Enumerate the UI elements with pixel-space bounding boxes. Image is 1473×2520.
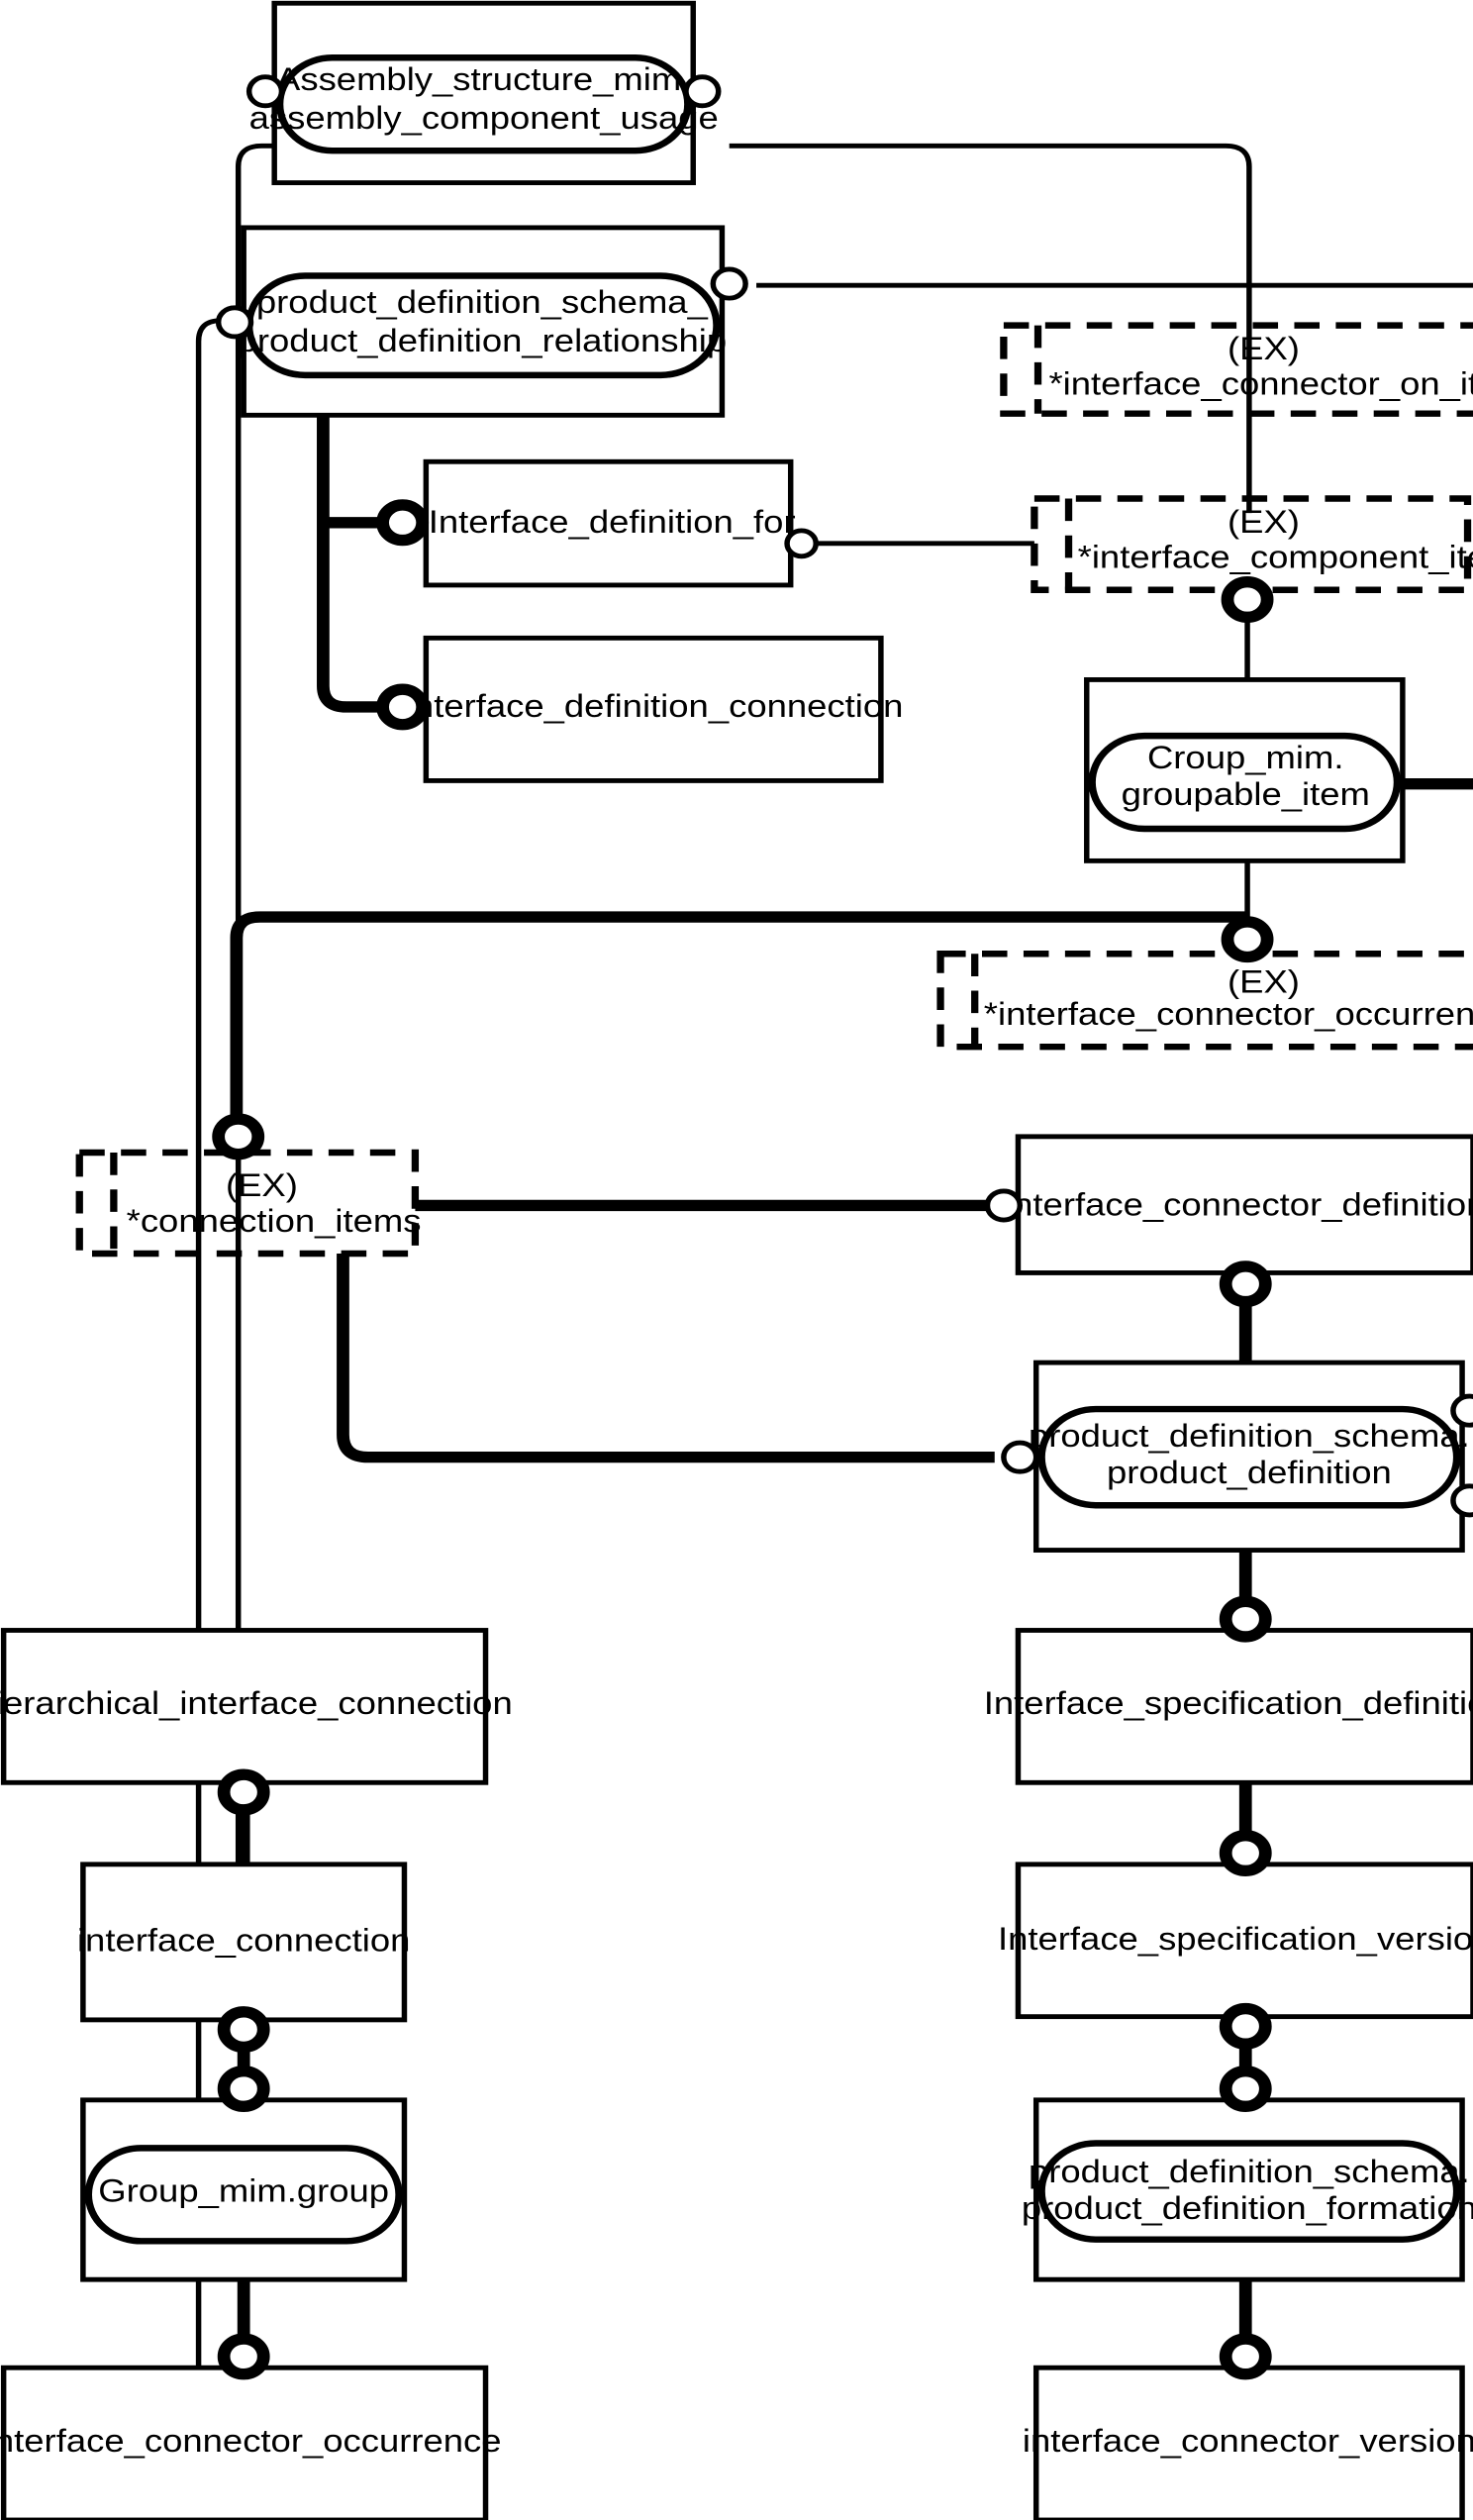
node-label: Interface_definition_for [429,505,796,541]
select-name: *interface_component_item [1078,540,1473,575]
entity-frame [1015,1134,1473,1275]
entity-frame [423,635,884,783]
schema-capsule [1037,2140,1461,2243]
entity-frame [1015,1628,1473,1785]
entity-frame [80,1862,408,2023]
node-label: Interface_specification_version [998,1922,1473,1958]
port-circle-top [212,1113,265,1160]
select-ex-tag: (EX) [1228,505,1300,541]
node-label-line1: Croup_mim. [1147,741,1344,776]
node-hierarchical-interface-connection[interactable]: hierarchical_interface_connection [0,1628,513,1816]
port-circle-top [1221,916,1274,963]
node-interface-specification-version[interactable]: Interface_specification_version [998,1830,1473,2050]
node-label-line2: product_definition_formation [1022,2191,1473,2227]
port-circle-top [1219,1830,1272,1876]
node-label-line2: groupable_item [1122,777,1370,813]
select-name: *interface_connector_occurrence_of_item [984,997,1473,1033]
port-circle-top [217,2333,270,2380]
port-circle-bottom [217,2006,270,2054]
node-label-line1: product_definition_schema_ [256,285,709,321]
node-label: Interface_definition_connection [404,689,904,725]
node-label: Interface_specification_definition [984,1686,1473,1722]
node-label: interface_connector_occurrence [0,2424,502,2460]
node-label: hierarchical_interface_connection [0,1686,513,1722]
port-circle-left [246,74,285,109]
trunk-groupable-left [230,911,1248,1149]
node-groupable-item[interactable]: Croup_mim. groupable_item [1084,677,1406,863]
port-circle-left [376,683,430,731]
line-acu-right-to-icoi [729,143,1252,514]
port-circle-top [1219,2333,1272,2380]
select-ex-tag: (EX) [226,1168,298,1204]
trunk-pdr-to-definitions [317,415,385,713]
node-assembly-component-usage[interactable]: Assembly_structure_mim. assembly_compone… [246,0,722,185]
entity-frame [0,2365,489,2520]
port-circle-bottom [1219,2002,1272,2050]
node-interface-connector-definition[interactable]: interface_connector_definition [984,1134,1473,1308]
schema-capsule [276,54,692,154]
node-label-line2: assembly_component_usage [249,101,719,137]
node-interface-connector-occurrence[interactable]: interface_connector_occurrence [0,2333,502,2520]
node-interface-connector-version[interactable]: interface_connector_version [1023,2333,1473,2520]
port-circle-top [1219,1595,1272,1643]
port-circle-left [1001,1440,1039,1474]
node-label: interface_connector_definition [1005,1187,1473,1223]
node-label: interface_connection [77,1924,410,1960]
node-label-line2: product_definition_relationship [238,324,727,359]
node-interface-definition-connection[interactable]: Interface_definition_connection [376,635,904,783]
node-label-line1: product_definition_schema. [1029,1419,1470,1455]
schema-capsule [84,2145,403,2245]
port-circle-right-upper [1450,1393,1473,1428]
entity-frame [0,1628,489,1785]
node-product-definition[interactable]: product_definition_schema. product_defin… [1001,1360,1473,1553]
port-circle-right [710,266,748,301]
node-product-definition-relationship[interactable]: product_definition_schema_ product_defin… [215,225,748,418]
port-circle-top [217,2066,270,2112]
node-label: Group_mim.group [98,2173,389,2209]
port-circle-right-lower [1450,1483,1473,1518]
line-ci-to-pd [337,1254,995,1463]
node-label: interface_connector_version [1023,2424,1473,2460]
node-interface-component-item[interactable]: (EX) *interface_component_item [1031,495,1473,623]
entity-frame [423,458,794,588]
port-circle-bottom [217,1768,270,1816]
entity-frame [1032,2365,1465,2520]
port-circle-top [1219,2066,1272,2112]
node-product-definition-formation[interactable]: product_definition_schema. product_defin… [1022,2066,1473,2282]
node-interface-connector-on-item[interactable]: (EX) *interface_connector_on_item [1000,322,1473,417]
node-interface-definition-for[interactable]: Interface_definition_for [376,458,819,588]
schema-capsule [1037,1405,1461,1509]
node-group-mim-group[interactable]: Group_mim.group [80,2066,408,2282]
node-interface-connector-occurrence-of-item[interactable]: (EX) *interface_connector_occurrence_of_… [936,916,1473,1051]
port-circle-left [984,1188,1024,1223]
port-circle-right [784,528,819,559]
select-ex-tag: (EX) [1228,964,1300,1000]
node-connection-items[interactable]: (EX) *connection_items [75,1113,422,1258]
node-interface-connection[interactable]: interface_connection [77,1862,410,2054]
port-circle-left [376,499,430,547]
port-circle-left [215,305,254,340]
select-ex-tag: (EX) [1228,332,1300,367]
node-interface-specification-definition[interactable]: Interface_specification_definition [984,1595,1473,1785]
schema-capsule [1088,732,1402,833]
port-circle-bottom [1221,576,1274,623]
node-label-line1: Assembly_structure_mim. [276,62,691,98]
node-label-line1: product_definition_schema. [1029,2155,1470,2190]
select-name: *connection_items [127,1204,422,1240]
select-name: *interface_connector_on_item [1048,367,1473,403]
port-circle-right [683,74,722,109]
port-circle-bottom [1219,1260,1272,1308]
node-label-line2: product_definition [1107,1456,1392,1491]
